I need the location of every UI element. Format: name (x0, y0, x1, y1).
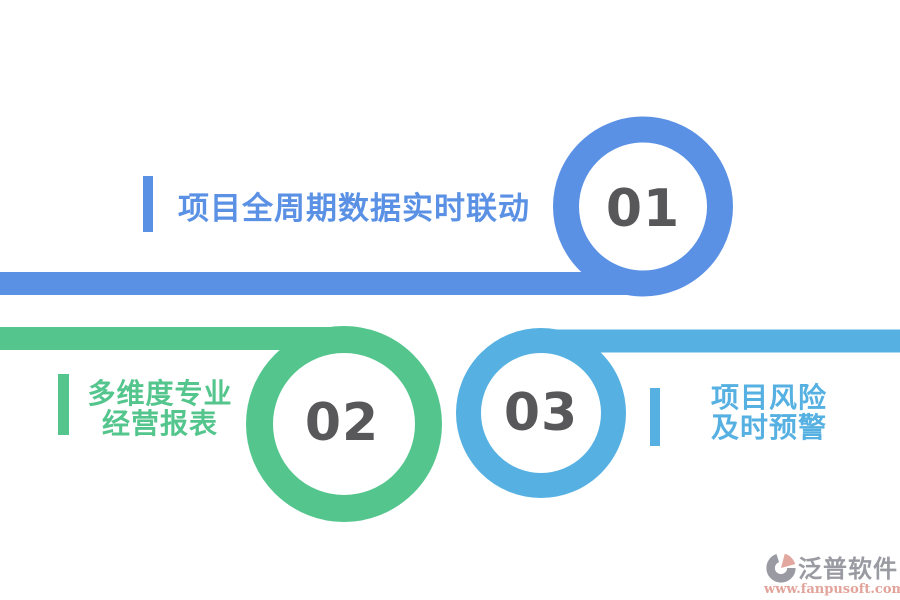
step-title-03-line: 及时预警 (710, 411, 827, 444)
fanpu-logo-icon (766, 552, 796, 583)
logo-name: 泛普软件 (798, 555, 898, 583)
ribbon-loop-01 (553, 116, 733, 297)
accent-bar-02 (58, 374, 69, 435)
step-title-03: 项目风险 及时预警 (669, 383, 869, 443)
logo-row: 泛普软件 (764, 549, 898, 584)
step-title-02: 多维度专业 经营报表 (56, 379, 264, 439)
logo: 泛普软件 www.fanpusoft.com (764, 549, 900, 597)
step-title-01-line: 项目全周期数据实时联动 (178, 191, 530, 227)
step-title-01: 项目全周期数据实时联动 (178, 193, 530, 226)
accent-bar-03 (650, 388, 660, 446)
step-title-03-line: 项目风险 (710, 381, 827, 414)
ribbon-loop-03 (456, 328, 626, 498)
step-number-01: 01 (605, 179, 681, 239)
logo-url: www.fanpusoft.com (764, 582, 900, 597)
step-title-02-line: 经营报表 (101, 407, 218, 440)
step-title-02-line: 多维度专业 (87, 377, 233, 410)
accent-bar-01 (143, 176, 153, 232)
step-number-03: 03 (503, 383, 579, 443)
step-number-02: 02 (304, 393, 380, 453)
ribbon-loop-02 (246, 326, 442, 522)
